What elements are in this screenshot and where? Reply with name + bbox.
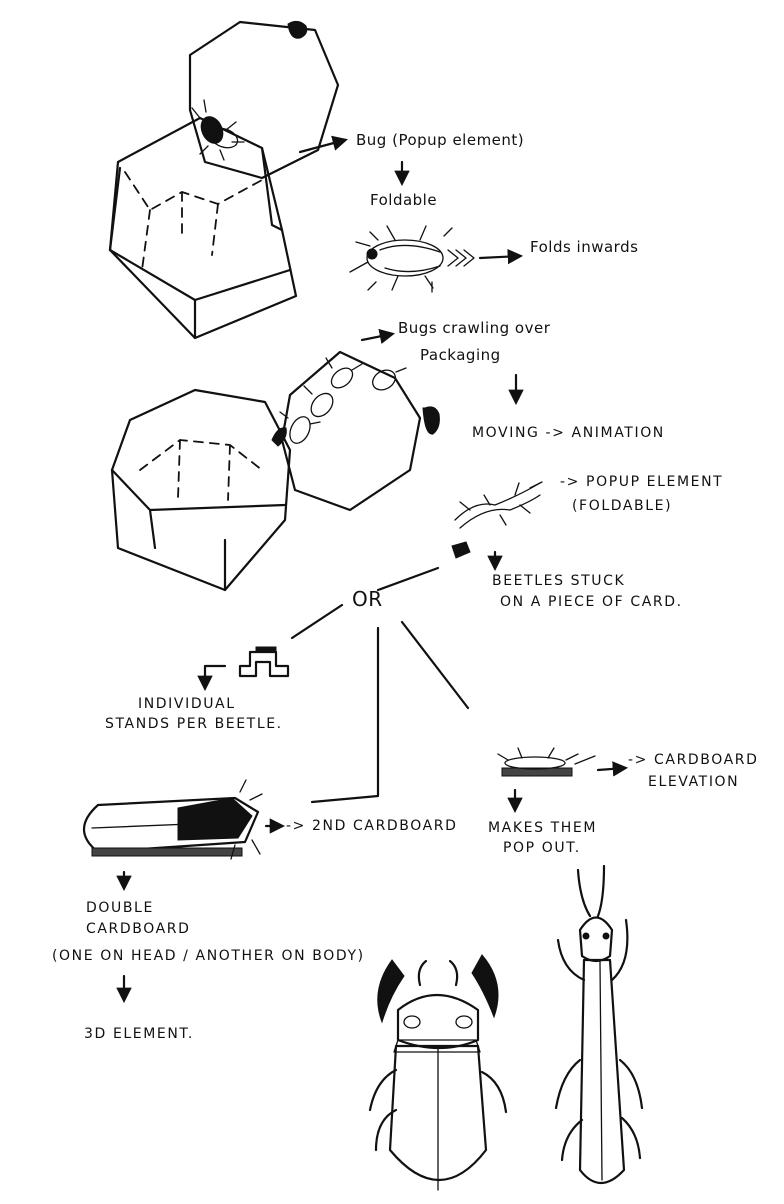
beetle-stand-icon (238, 646, 290, 678)
arrow-to-bug-note (298, 135, 348, 154)
hexagon-box-open-lid (110, 350, 440, 592)
note-double-cardboard-line3: (ONE ON HEAD / ANOTHER ON BODY) (52, 948, 365, 964)
note-or: OR (352, 587, 383, 611)
crawling-bugs-icon (271, 357, 407, 447)
open-box-outline (110, 388, 292, 592)
arrow-to-stands (197, 664, 227, 692)
box-hidden-edge-top (124, 171, 263, 212)
cardboard-elevation-icon (497, 747, 596, 777)
note-second-cardboard: -> 2ND CARDBOARD (286, 818, 458, 834)
branch-line-elevation (400, 620, 470, 710)
note-foldable-paren: (FOLDABLE) (572, 498, 672, 514)
arrow-to-bugs-crawling (360, 328, 396, 344)
stag-beetle-drawing-icon (368, 954, 508, 1191)
note-individual-stands-line2: STANDS PER BEETLE. (105, 716, 283, 732)
note-cardboard-elevation-line1: -> CARDBOARD (628, 752, 759, 768)
bug-on-box-icon (191, 99, 245, 161)
open-box-rim (110, 468, 287, 512)
box-side-edge (260, 146, 284, 232)
open-lid-tab-icon (422, 406, 440, 435)
note-double-cardboard-line1: DOUBLE (86, 900, 154, 916)
open-box-hidden-edges (139, 439, 263, 501)
note-individual-stands-line1: INDIVIDUAL (138, 696, 236, 712)
branch-line-stands (290, 603, 344, 640)
note-beetles-stuck-line2: ON A PIECE OF CARD. (500, 594, 683, 610)
box-edge (108, 166, 122, 252)
note-makes-them-line2: POP OUT. (503, 840, 581, 856)
note-moving-animation: MOVING -> ANIMATION (472, 425, 665, 441)
arrow-to-folds-inwards (478, 248, 524, 265)
note-double-cardboard-line2: CARDBOARD (86, 921, 190, 937)
hexagon-box-closed-lid (108, 20, 340, 340)
note-foldable: Foldable (370, 191, 437, 209)
note-bugs-crawling-line2: Packaging (420, 346, 501, 364)
note-bugs-crawling-line1: Bugs crawling over (398, 319, 551, 337)
note-beetles-stuck-line1: BEETLES STUCK (492, 573, 625, 589)
note-makes-them-line1: MAKES THEM (488, 820, 597, 836)
folding-bug-icon (349, 225, 475, 293)
note-folds-inwards: Folds inwards (530, 238, 638, 256)
note-bug-popup: Bug (Popup element) (356, 131, 524, 149)
branch-line-double-cardboard (310, 626, 380, 804)
open-box-edges (148, 508, 227, 592)
arrow-to-cardboard-elevation (596, 761, 629, 777)
note-3d-element: 3D ELEMENT. (84, 1026, 194, 1042)
lid-tab-icon (287, 20, 308, 39)
note-cardboard-elevation-line2: ELEVATION (648, 774, 739, 790)
open-box-lid-outline (280, 350, 422, 512)
box-hidden-edges (141, 191, 219, 271)
note-popup-element: -> POPUP ELEMENT (560, 474, 723, 490)
longhorn-beetle-drawing-icon (554, 864, 644, 1185)
box-bottom-edge (108, 248, 292, 302)
branch-line-beetles (376, 566, 440, 592)
beetles-on-card-icon (451, 481, 543, 559)
double-cardboard-beetle-icon (83, 779, 263, 860)
box-lid-outline (188, 20, 340, 180)
